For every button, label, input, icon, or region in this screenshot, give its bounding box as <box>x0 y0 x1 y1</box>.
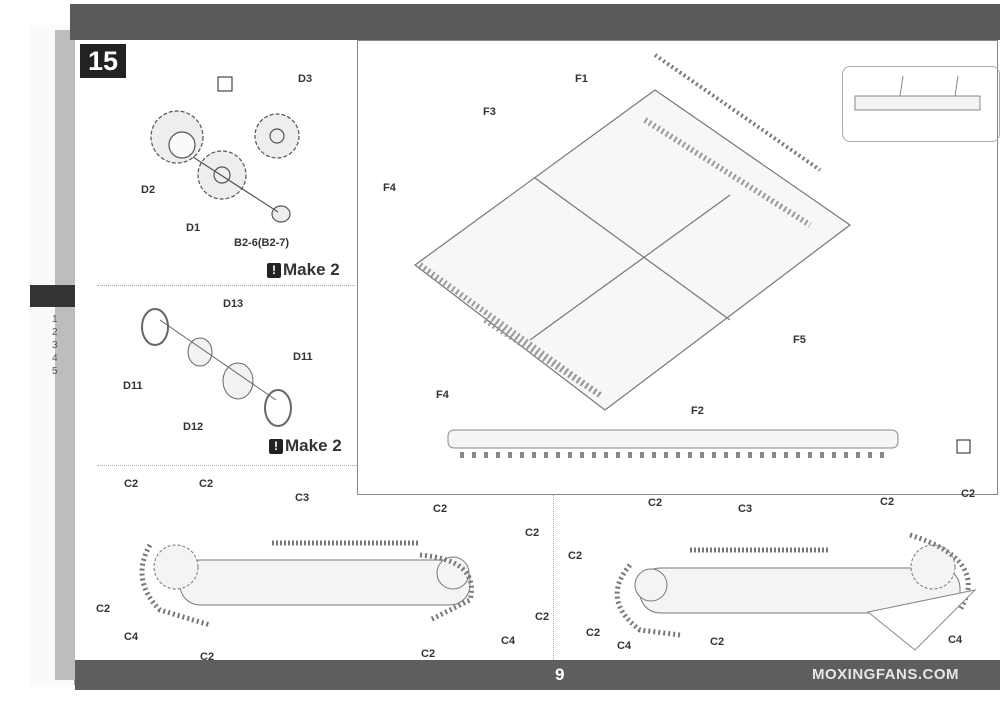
part-label-d11: D11 <box>293 351 313 363</box>
assembly-axis <box>192 156 279 213</box>
inset-view <box>842 66 1000 142</box>
part-label-d12: D12 <box>183 421 204 433</box>
part-label-d11: D11 <box>123 380 143 392</box>
part-d13 <box>187 337 213 367</box>
part-label-b2: B2-6(B2-7) <box>234 237 290 249</box>
part-label-c2: C2 <box>535 611 550 623</box>
divider <box>97 285 355 286</box>
inset-drawing <box>854 75 981 111</box>
ring-d11-right <box>264 389 292 427</box>
idler-drawing <box>141 308 292 427</box>
hull-side <box>179 559 471 606</box>
footer-bar <box>75 660 1000 690</box>
sprue-drawing <box>413 53 852 411</box>
watermark-logo <box>866 589 977 651</box>
previous-page-block <box>30 285 75 307</box>
part-label-d3: D3 <box>298 73 313 85</box>
part-label-c2: C2 <box>421 648 436 660</box>
left-track-drawing <box>139 540 474 628</box>
part-label-f1: F1 <box>575 73 588 85</box>
part-label-c2: C2 <box>710 636 725 648</box>
hub-d2 <box>168 131 196 159</box>
part-label-c2: C2 <box>525 527 540 539</box>
sprue-runner <box>534 177 731 321</box>
part-label-c4: C4 <box>501 635 516 647</box>
part-label-c2: C2 <box>433 503 448 515</box>
part-label-f3: F3 <box>483 106 496 118</box>
divider <box>97 465 357 466</box>
part-label-f2: F2 <box>691 405 704 417</box>
part-label-c4: C4 <box>124 631 139 643</box>
part-label-c2: C2 <box>961 488 976 500</box>
part-d12 <box>222 362 254 400</box>
part-b2 <box>271 205 291 223</box>
part-label-d13: D13 <box>223 298 244 310</box>
idler-wheel <box>634 568 668 602</box>
part-label-c3: C3 <box>295 492 310 504</box>
track-strip-drawing <box>447 429 899 458</box>
sprue-panel <box>357 40 998 495</box>
sprocket <box>153 544 199 590</box>
sprue-frame <box>413 89 852 411</box>
part-label-c2: C2 <box>124 478 139 490</box>
part-label-f4: F4 <box>383 182 396 194</box>
idler-wheel <box>436 556 470 590</box>
part-label-c2: C2 <box>199 478 214 490</box>
part-label-d2: D2 <box>141 184 156 196</box>
part-label-c2: C2 <box>568 550 583 562</box>
previous-page-list-numbers: 1 2 3 4 5 <box>52 314 58 377</box>
track-c2 <box>614 563 681 638</box>
part-label-c3: C3 <box>738 503 753 515</box>
divider <box>553 495 554 660</box>
cement-icon <box>217 76 233 92</box>
sprocket <box>910 544 956 590</box>
part-label-c4: C4 <box>617 640 632 652</box>
right-track-drawing <box>614 532 971 638</box>
hub-d1 <box>213 166 231 184</box>
hub-d3 <box>269 128 285 144</box>
track-c2 <box>139 543 211 628</box>
cut-icon <box>956 439 971 454</box>
warning-icon: ! <box>269 438 283 454</box>
assembly-axis <box>159 319 277 401</box>
header-bar <box>70 4 1000 40</box>
part-label-f5: F5 <box>793 334 806 346</box>
hull-part <box>854 95 981 111</box>
paper-plane-logo <box>866 589 977 651</box>
part-label-c4: C4 <box>948 634 963 646</box>
part-label-c2: C2 <box>586 627 601 639</box>
page-binding-strip <box>55 30 75 680</box>
watermark-text: MOXINGFANS.COM <box>812 666 960 683</box>
ring-d11-left <box>141 308 169 346</box>
part-label-c2: C2 <box>96 603 111 615</box>
part-label-c2: C2 <box>648 497 663 509</box>
wheel-drawing <box>150 110 300 223</box>
part-label-f4: F4 <box>436 389 449 401</box>
track-links-f1 <box>653 53 822 172</box>
part-label-d1: D1 <box>186 222 201 234</box>
sprue-runner <box>529 194 731 341</box>
step-number: 15 <box>80 44 126 78</box>
part-label-c2: C2 <box>880 496 895 508</box>
page-number: 9 <box>555 665 565 684</box>
make-note: !Make 2 <box>267 260 340 280</box>
warning-icon: ! <box>267 262 281 278</box>
make-note: !Make 2 <box>269 436 342 456</box>
track-strip <box>447 429 899 449</box>
